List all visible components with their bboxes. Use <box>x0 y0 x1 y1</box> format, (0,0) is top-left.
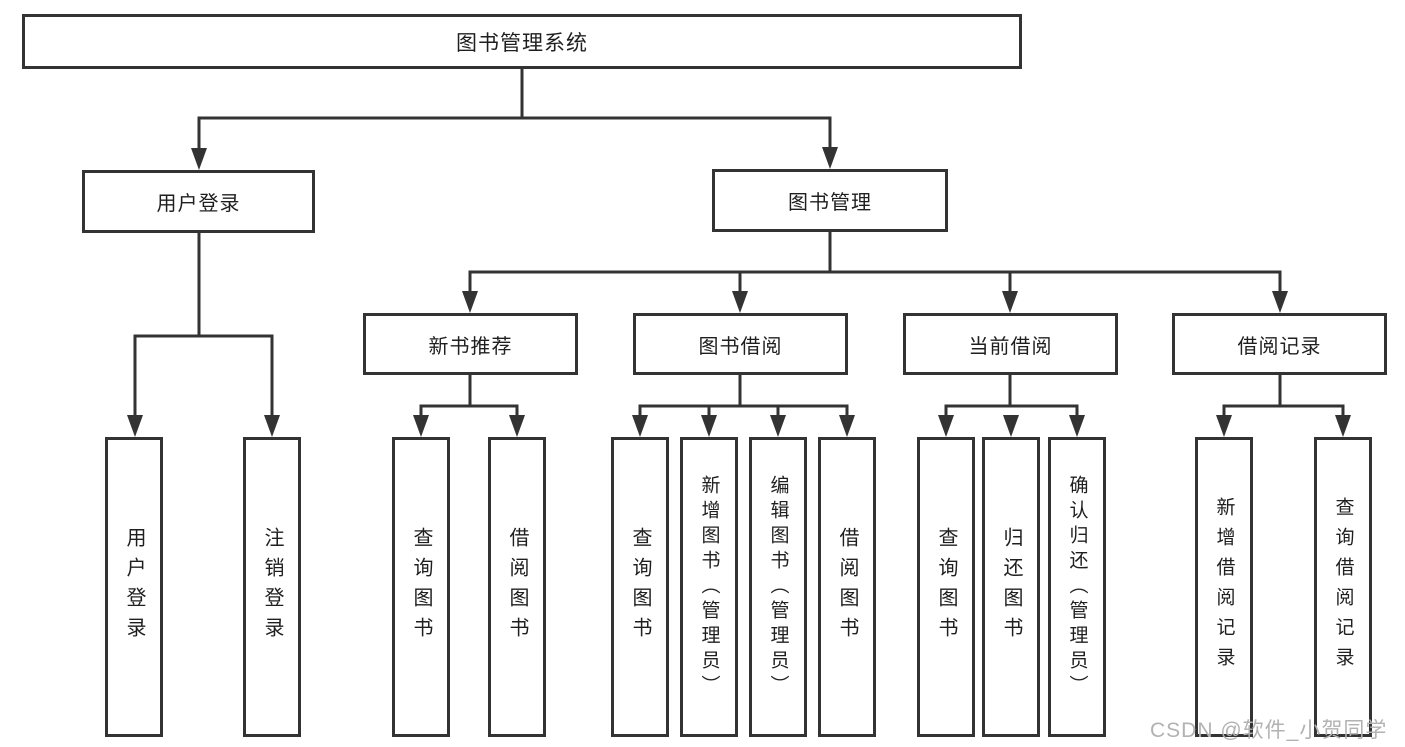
node-book-mgmt-label: 图书管理 <box>788 192 872 214</box>
node-leaf-bb-borrow: 借阅图书 <box>818 437 876 737</box>
node-leaf-user-login: 用户登录 <box>105 437 163 737</box>
arrowhead-icon <box>1216 415 1232 437</box>
connector-new-books-children <box>413 373 525 437</box>
node-leaf-bb-borrow-label: 借阅图书 <box>836 527 858 647</box>
arrowhead-icon <box>632 415 648 437</box>
node-borrow-records-label: 借阅记录 <box>1237 335 1322 358</box>
connector-current-borrow-children <box>938 373 1085 437</box>
node-leaf-nb-borrow-label: 借阅图书 <box>506 527 528 647</box>
node-leaf-cb-query-label: 查询图书 <box>935 527 957 647</box>
node-leaf-user-login-label: 用户登录 <box>123 527 145 647</box>
node-leaf-bb-add-label: 新增图书（管理员） <box>698 474 720 700</box>
arrowhead-icon <box>1002 291 1018 313</box>
node-current-borrow: 当前借阅 <box>903 313 1118 375</box>
node-book-borrow-label: 图书借阅 <box>698 335 783 358</box>
connector-book-borrow-children <box>632 373 855 437</box>
node-leaf-cb-confirm: 确认归还（管理员） <box>1048 437 1106 737</box>
node-leaf-cb-return: 归还图书 <box>982 437 1040 737</box>
arrowhead-icon <box>1335 415 1351 437</box>
arrowhead-icon <box>938 415 954 437</box>
connector-user-login-children <box>127 231 280 437</box>
node-root-label: 图书管理系统 <box>456 31 588 55</box>
node-leaf-logout: 注销登录 <box>243 437 301 737</box>
connector-borrow-records-children <box>1216 373 1351 437</box>
node-new-books-label: 新书推荐 <box>428 335 513 358</box>
node-user-login-label: 用户登录 <box>156 193 241 215</box>
arrowhead-icon <box>1003 415 1019 437</box>
node-user-login: 用户登录 <box>82 170 315 233</box>
connector-root-children <box>191 67 838 170</box>
node-leaf-br-add-label: 新增借阅记录 <box>1213 497 1235 677</box>
node-leaf-nb-query-label: 查询图书 <box>410 527 432 647</box>
arrowhead-icon <box>1069 415 1085 437</box>
arrowhead-icon <box>413 415 429 437</box>
node-leaf-br-query: 查询借阅记录 <box>1314 437 1372 737</box>
arrowhead-icon <box>264 415 280 437</box>
node-leaf-cb-query: 查询图书 <box>917 437 975 737</box>
node-leaf-br-add: 新增借阅记录 <box>1195 437 1253 737</box>
node-leaf-bb-edit: 编辑图书（管理员） <box>749 437 807 737</box>
csdn-watermark: CSDN @软件_小贺同学 <box>1150 719 1388 742</box>
arrowhead-icon <box>462 291 478 313</box>
arrowhead-icon <box>839 415 855 437</box>
arrowhead-icon <box>732 291 748 313</box>
node-book-mgmt: 图书管理 <box>712 169 948 232</box>
arrowhead-icon <box>701 415 717 437</box>
arrowhead-icon <box>191 148 207 170</box>
node-leaf-bb-edit-label: 编辑图书（管理员） <box>767 474 789 700</box>
node-borrow-records: 借阅记录 <box>1172 313 1387 375</box>
connector-book-mgmt-children <box>462 230 1288 313</box>
node-leaf-br-query-label: 查询借阅记录 <box>1332 497 1354 677</box>
arrowhead-icon <box>509 415 525 437</box>
node-root: 图书管理系统 <box>22 14 1022 69</box>
arrowhead-icon <box>822 147 838 169</box>
node-leaf-cb-confirm-label: 确认归还（管理员） <box>1066 474 1088 700</box>
arrowhead-icon <box>127 415 143 437</box>
node-leaf-logout-label: 注销登录 <box>261 527 283 647</box>
node-leaf-cb-return-label: 归还图书 <box>1000 527 1022 647</box>
arrowhead-icon <box>770 415 786 437</box>
node-leaf-nb-borrow: 借阅图书 <box>488 437 546 737</box>
node-current-borrow-label: 当前借阅 <box>968 335 1053 358</box>
node-leaf-bb-add: 新增图书（管理员） <box>680 437 738 737</box>
node-new-books: 新书推荐 <box>363 313 578 375</box>
node-book-borrow: 图书借阅 <box>633 313 848 375</box>
node-leaf-bb-query-label: 查询图书 <box>629 527 651 647</box>
node-leaf-bb-query: 查询图书 <box>611 437 669 737</box>
arrowhead-icon <box>1272 291 1288 313</box>
node-leaf-nb-query: 查询图书 <box>392 437 450 737</box>
